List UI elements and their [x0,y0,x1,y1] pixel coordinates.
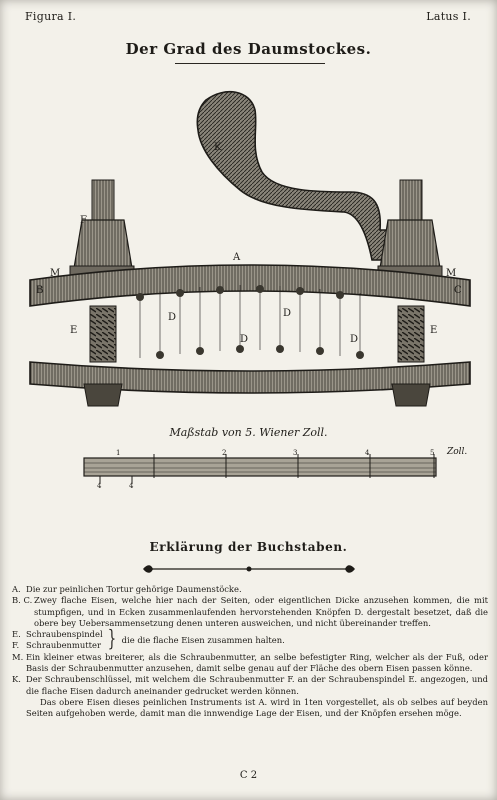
label-d-2: D [283,308,291,319]
scale-tick-5: 5 [430,449,434,457]
right-screw-spindle [397,305,425,363]
lower-iron-bar [29,361,471,394]
scale-unit: Zoll. [447,447,468,457]
legend-text: Der Schraubenschlüssel, mit welchem die … [26,674,488,696]
label-b: B [36,285,43,296]
label-f: F [80,215,87,226]
legend-key: E. [12,629,21,640]
legend-brace-text: die die flache Eisen zusammen halten. [121,634,285,645]
scale-tick-3: 3 [293,449,297,457]
label-a: A [232,252,241,263]
scale-tick-4: 4 [365,449,370,457]
figure-number: Figura I. [25,10,77,23]
label-m-right: M [446,268,456,279]
legend-entry-ef: E. Schraubenspindel F. Schraubenmutter }… [12,629,488,652]
page-number: C 2 [239,770,258,781]
label-e-right: E [430,325,437,336]
legend-entry-note: Das obere Eisen dieses peinlichen Instru… [12,697,488,720]
scale-tick-bottom-1: 4 [97,482,102,488]
legend-entry-a: A. Die zur peinlichen Tortur gehörige Da… [12,584,488,595]
legend-key: A. [12,584,21,594]
left-screw-spindle [89,305,117,363]
stud-knobs [136,285,364,359]
label-d-1: D [168,312,176,323]
scale-tick-1: 1 [116,449,120,457]
legend-entry-bc: B. C. Zwey flache Eisen, welche hier nac… [12,595,488,629]
legend-text: Zwey flache Eisen, welche hier nach der … [34,595,488,628]
legend-text: Schraubenmutter [26,640,101,651]
legend-list: A. Die zur peinlichen Tortur gehörige Da… [12,584,488,720]
legend-text: Die zur peinlichen Tortur gehörige Daume… [26,584,242,594]
label-k: K [214,142,222,153]
left-nut-assembly [69,179,135,279]
legend-key: F. [12,640,20,651]
legend-key: K. [12,674,21,685]
legend-text: Das obere Eisen dieses peinlichen Instru… [26,696,488,719]
studs [139,285,361,358]
scale-tick-bottom-2: 4 [129,482,134,488]
ornament-rule [143,565,355,573]
title-underline [175,63,325,64]
legend-text: Ein kleiner etwas breiterer, als die Sch… [26,651,488,674]
label-c: C [454,285,462,296]
label-m-left: M [50,268,60,279]
right-nut-assembly [377,179,443,279]
scale-bar: 1 2 3 4 5 4 4 [83,449,437,488]
legend-title: Erklärung der Buchstaben. [149,540,348,554]
label-e-left: E [70,325,77,336]
thumbscrew-illustration: K A M M B C E E [29,91,471,407]
legend-text: Schraubenspindel [26,629,103,640]
brace-glyph: } [107,627,116,653]
scale-caption: Maßstab von 5. Wiener Zoll. [169,426,328,439]
page-title: Der Grad des Daumstockes. [125,40,372,58]
side-number: Latus I. [426,10,471,23]
label-d-3: D [240,334,248,345]
legend-key: B. C. [12,595,33,606]
scale-tick-2: 2 [222,449,226,457]
legend-entry-k: K. Der Schraubenschlüssel, mit welchem d… [12,674,488,697]
legend-key: M. [12,651,24,662]
screw-key-lever [196,91,395,261]
upper-iron-bar [29,264,471,307]
legend-entry-m: M. Ein kleiner etwas breiterer, als die … [12,652,488,675]
label-d-4: D [350,334,358,345]
